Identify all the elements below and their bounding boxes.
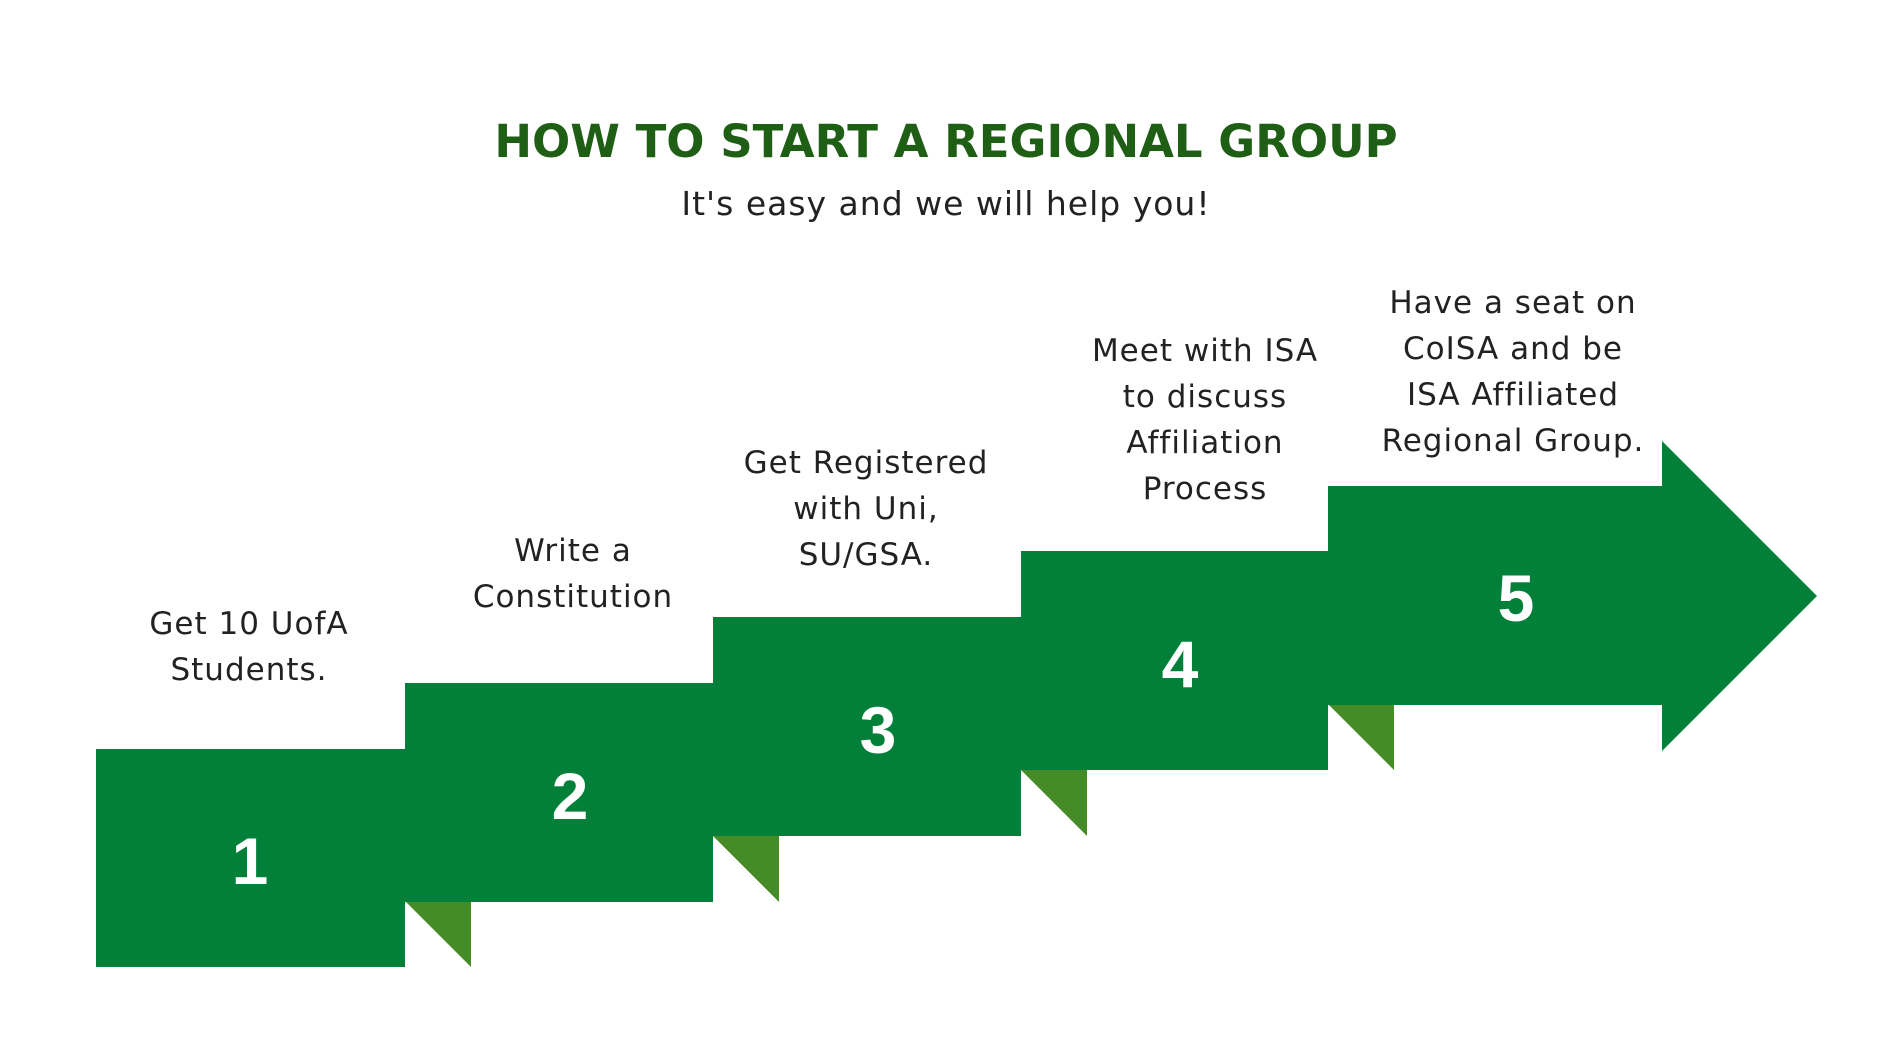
step-block-group	[96, 441, 1817, 967]
step-block-4	[1021, 551, 1328, 770]
step-number-2: 2	[552, 759, 589, 833]
step-block-5-arrow	[1328, 441, 1817, 751]
step-number-5: 5	[1498, 561, 1535, 635]
step-label-1: Get 10 UofA Students.	[149, 606, 349, 688]
step-label-4: Meet with ISA to discuss Affiliation Pro…	[1091, 333, 1319, 507]
step-fold-2	[713, 836, 779, 902]
step-label-2: Write a Constitution	[472, 533, 674, 615]
page-subtitle: It's easy and we will help you!	[681, 184, 1211, 223]
step-fold-3	[1021, 770, 1087, 836]
step-number-4: 4	[1162, 627, 1199, 701]
step-fold-1	[405, 901, 471, 967]
step-label-3: Get Registered with Uni, SU/GSA.	[743, 445, 989, 573]
step-block-2	[405, 683, 713, 902]
step-number-group: 1 2 3 4 5	[232, 561, 1535, 898]
step-number-3: 3	[860, 693, 897, 767]
step-fold-group	[405, 704, 1394, 967]
step-label-5: Have a seat on CoISA and be ISA Affiliat…	[1381, 285, 1645, 459]
step-block-1	[96, 749, 405, 967]
step-block-3	[713, 617, 1021, 836]
step-fold-4	[1328, 704, 1394, 770]
step-number-1: 1	[232, 824, 269, 898]
page-title: HOW TO START A REGIONAL GROUP	[494, 115, 1398, 168]
